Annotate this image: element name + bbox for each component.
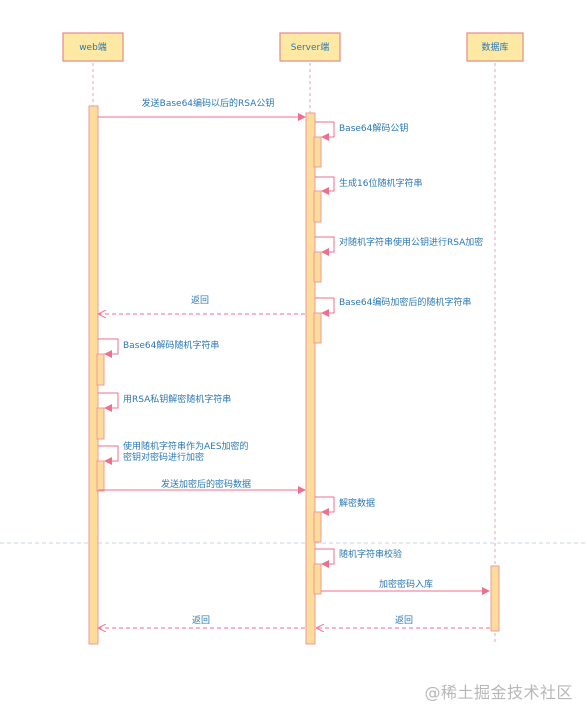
- self-call-arrow: [315, 548, 335, 568]
- message-send-encrypted-password: 发送加密后的密码数据: [98, 478, 306, 494]
- message-web-base64-decode: Base64解码随机字符串: [98, 338, 219, 358]
- activation-server-self-6: [313, 563, 322, 595]
- self-call-arrow: [315, 236, 335, 256]
- message-label: 生成16位随机字符串: [339, 177, 422, 189]
- activation-web-self-1: [96, 353, 105, 386]
- message-label: Base64解码随机字符串: [123, 339, 219, 351]
- message-return-db: 返回: [317, 614, 490, 628]
- participant-web: web端: [62, 32, 124, 62]
- message-label: Base64编码加密后的随机字符串: [339, 296, 471, 308]
- watermark: @稀土掘金技术社区: [424, 683, 573, 702]
- message-label: 用RSA私钥解密随机字符串: [123, 393, 231, 405]
- message-label: Base64解码公钥: [339, 122, 408, 134]
- message-label: 返回: [191, 294, 209, 306]
- activation-server-self-1: [313, 136, 322, 168]
- message-label: 发送加密后的密码数据: [161, 478, 251, 490]
- message-decrypt-data: 解密数据: [315, 496, 375, 516]
- self-call-arrow: [315, 176, 335, 195]
- message-label: 加密密码入库: [379, 578, 433, 590]
- self-call-arrow: [315, 121, 335, 141]
- participant-db: 数据库: [466, 32, 524, 62]
- participant-db-label: 数据库: [481, 41, 508, 53]
- self-call-arrow: [98, 392, 119, 412]
- message-return-web: 返回: [99, 614, 305, 628]
- activation-db: [490, 565, 500, 632]
- participant-web-label: web端: [79, 41, 107, 53]
- message-web-aes-encrypt: 使用随机字符串作为AES加密的 密钥对密码进行加密: [98, 440, 251, 465]
- message-label: 随机字符串校验: [339, 548, 402, 560]
- self-call-arrow: [98, 445, 119, 465]
- activation-server-self-5: [313, 511, 322, 543]
- participant-server-label: Server端: [291, 41, 330, 53]
- message-web-rsa-decrypt: 用RSA私钥解密随机字符串: [98, 392, 231, 412]
- activation-server-self-2: [313, 190, 322, 223]
- message-label: 对随机字符串使用公钥进行RSA加密: [339, 236, 483, 248]
- activation-server: [305, 112, 316, 645]
- self-call-arrow: [315, 496, 335, 516]
- message-generate-random-string: 生成16位随机字符串: [315, 176, 422, 195]
- activation-web-self-3: [96, 460, 105, 492]
- self-call-arrow: [315, 297, 335, 317]
- activation-web-self-2: [96, 407, 105, 440]
- message-label: 返回: [395, 614, 413, 626]
- message-label: 返回: [192, 614, 210, 626]
- message-return-1: 返回: [99, 294, 305, 314]
- message-store-password: 加密密码入库: [321, 578, 490, 595]
- message-verify-random: 随机字符串校验: [315, 548, 402, 568]
- activation-server-self-4: [313, 312, 322, 344]
- message-send-rsa-pubkey: 发送Base64编码以后的RSA公钥: [98, 97, 306, 121]
- message-label: 解密数据: [339, 497, 375, 509]
- participant-server: Server端: [279, 32, 341, 62]
- activation-server-self-3: [313, 251, 322, 283]
- message-base64-encode-encrypted: Base64编码加密后的随机字符串: [315, 296, 471, 317]
- message-base64-decode-pubkey: Base64解码公钥: [315, 121, 408, 141]
- message-label: 发送Base64编码以后的RSA公钥: [142, 97, 275, 109]
- self-call-arrow: [98, 338, 119, 358]
- message-rsa-encrypt-random: 对随机字符串使用公钥进行RSA加密: [315, 236, 483, 256]
- message-label: 使用随机字符串作为AES加密的 密钥对密码进行加密: [123, 440, 251, 463]
